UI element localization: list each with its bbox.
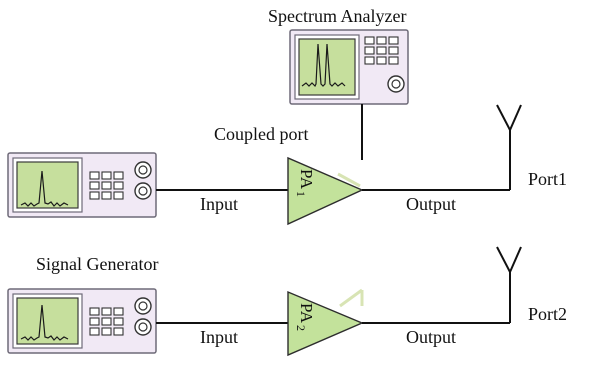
pa1-subscript: 1 (294, 191, 308, 197)
pa1-label: PA (297, 169, 316, 190)
generator-1-trace (20, 170, 69, 207)
output-label-2: Output (406, 327, 456, 347)
signal-generator-2 (7, 288, 157, 354)
output-label-1: Output (406, 194, 456, 214)
coupled-port-label: Coupled port (214, 124, 309, 144)
input-label-2: Input (200, 327, 238, 347)
signal-generator-label: Signal Generator (36, 254, 158, 274)
analyzer-trace (301, 43, 346, 88)
input-label-1: Input (200, 194, 238, 214)
port1-label: Port1 (528, 169, 567, 189)
antenna-2-icon (496, 246, 522, 323)
pa2-label: PA (297, 303, 316, 324)
coupler-mark-2 (339, 288, 363, 308)
antenna-1-icon (496, 104, 522, 190)
port2-label: Port2 (528, 304, 567, 324)
pa2-subscript: 2 (294, 325, 308, 331)
amplifier-pa2: PA 2 (287, 288, 364, 357)
spectrum-analyzer-label: Spectrum Analyzer (268, 6, 406, 26)
amplifier-pa1: PA 1 (287, 156, 364, 226)
spectrum-analyzer (289, 29, 409, 105)
generator-2-trace (20, 304, 69, 341)
coupler-mark-1 (337, 172, 361, 188)
signal-generator-1 (7, 152, 157, 218)
